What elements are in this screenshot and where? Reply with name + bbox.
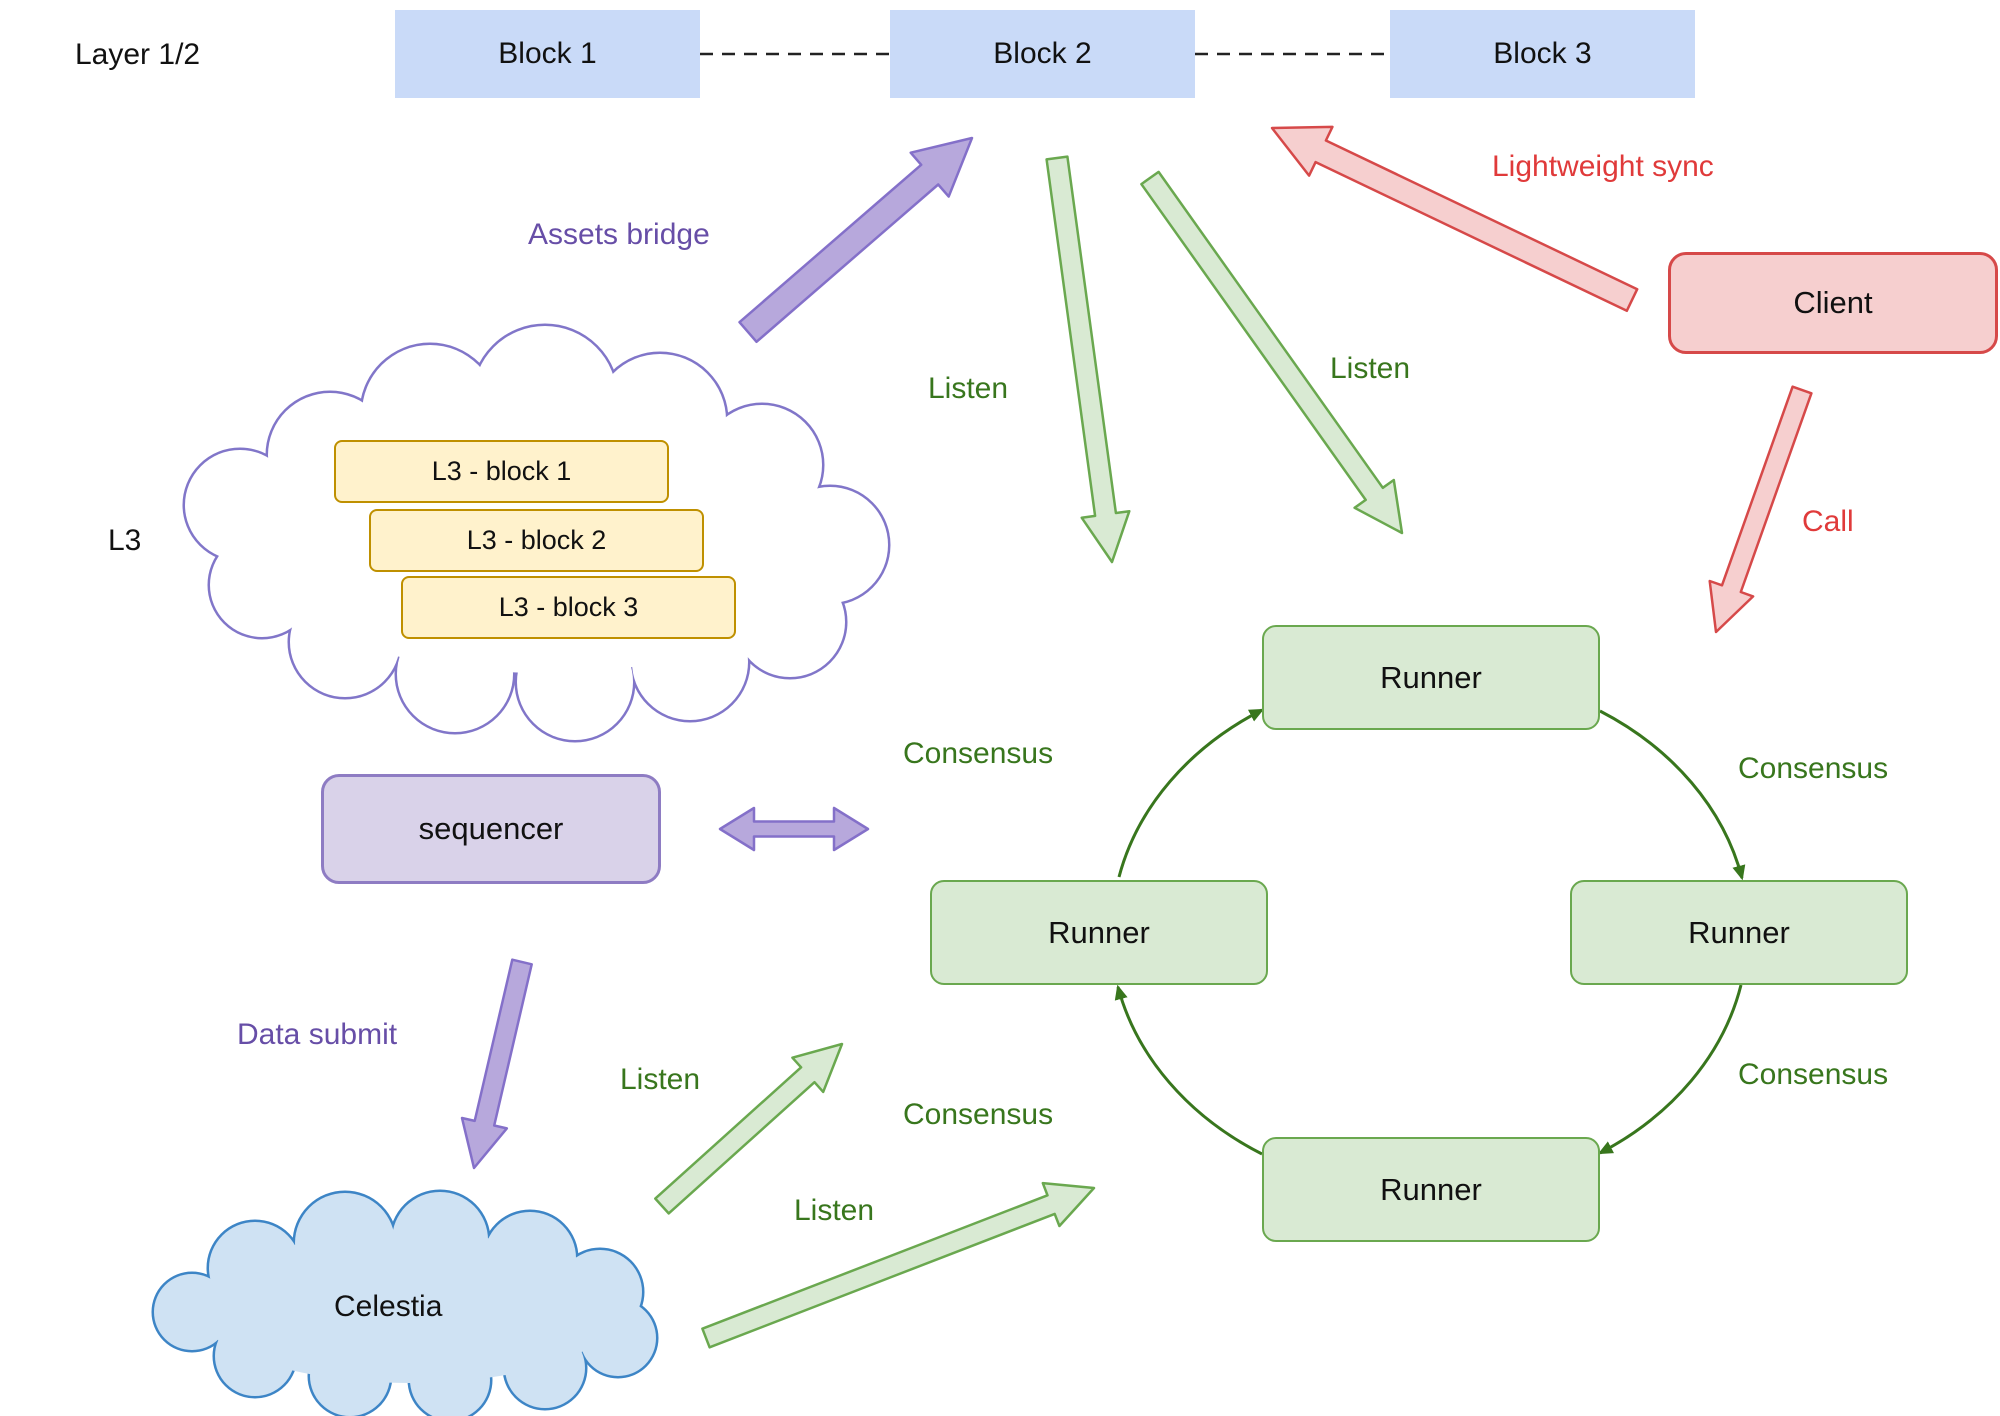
consensus-upper-left-label: Consensus: [903, 737, 1054, 770]
l3-block-2: L3 - block 2: [369, 509, 704, 572]
l3-block-3: L3 - block 3: [401, 576, 736, 639]
call-arrow: [1708, 385, 1813, 634]
runner-top: Runner: [1262, 625, 1600, 730]
celestia-label: Celestia: [334, 1290, 443, 1323]
consensus-arc-left-to-top: [1117, 708, 1265, 878]
listen-arrow-top-right: [1140, 170, 1404, 535]
lightweight-sync-label: Lightweight sync: [1492, 150, 1714, 183]
data-submit-label: Data submit: [237, 1018, 398, 1051]
consensus-right-bottom-label: Consensus: [1738, 1058, 1889, 1091]
listen-arrow-celestia-upper: [654, 1042, 844, 1215]
runner-left: Runner: [930, 880, 1268, 985]
lightweight-sync-arrow: [1270, 125, 1639, 313]
sequencer-box: sequencer: [321, 774, 661, 884]
assets-bridge-arrow: [738, 136, 974, 344]
listen-arrow-top-left: [1045, 155, 1131, 564]
runner-right: Runner: [1570, 880, 1908, 985]
consensus-arc-top-to-right: [1599, 709, 1746, 881]
listen-top-left-label: Listen: [928, 372, 1009, 405]
l3-block-1: L3 - block 1: [334, 440, 669, 503]
block-2: Block 2: [890, 10, 1195, 98]
data-submit-arrow: [460, 958, 533, 1170]
block-1: Block 1: [395, 10, 700, 98]
listen-celestia-upper-label: Listen: [620, 1063, 701, 1096]
listen-celestia-lower-label: Listen: [794, 1194, 875, 1227]
runner-bottom: Runner: [1262, 1137, 1600, 1242]
celestia-cloud: [151, 1189, 659, 1416]
sequencer-consensus-arrow: [718, 806, 870, 852]
consensus-arc-bottom-to-left: [1114, 984, 1263, 1156]
listen-top-right-label: Listen: [1330, 352, 1411, 385]
l3-label: L3: [108, 524, 142, 557]
block-3: Block 3: [1390, 10, 1695, 98]
layer-label: Layer 1/2: [75, 38, 201, 71]
listen-arrow-celestia-lower: [701, 1181, 1096, 1349]
consensus-right-top-label: Consensus: [1738, 752, 1889, 785]
call-label: Call: [1802, 505, 1854, 538]
assets-bridge-label: Assets bridge: [528, 218, 710, 251]
client-box: Client: [1668, 252, 1998, 354]
consensus-lower-left-label: Consensus: [903, 1098, 1054, 1131]
consensus-arc-right-to-bottom: [1597, 984, 1743, 1155]
